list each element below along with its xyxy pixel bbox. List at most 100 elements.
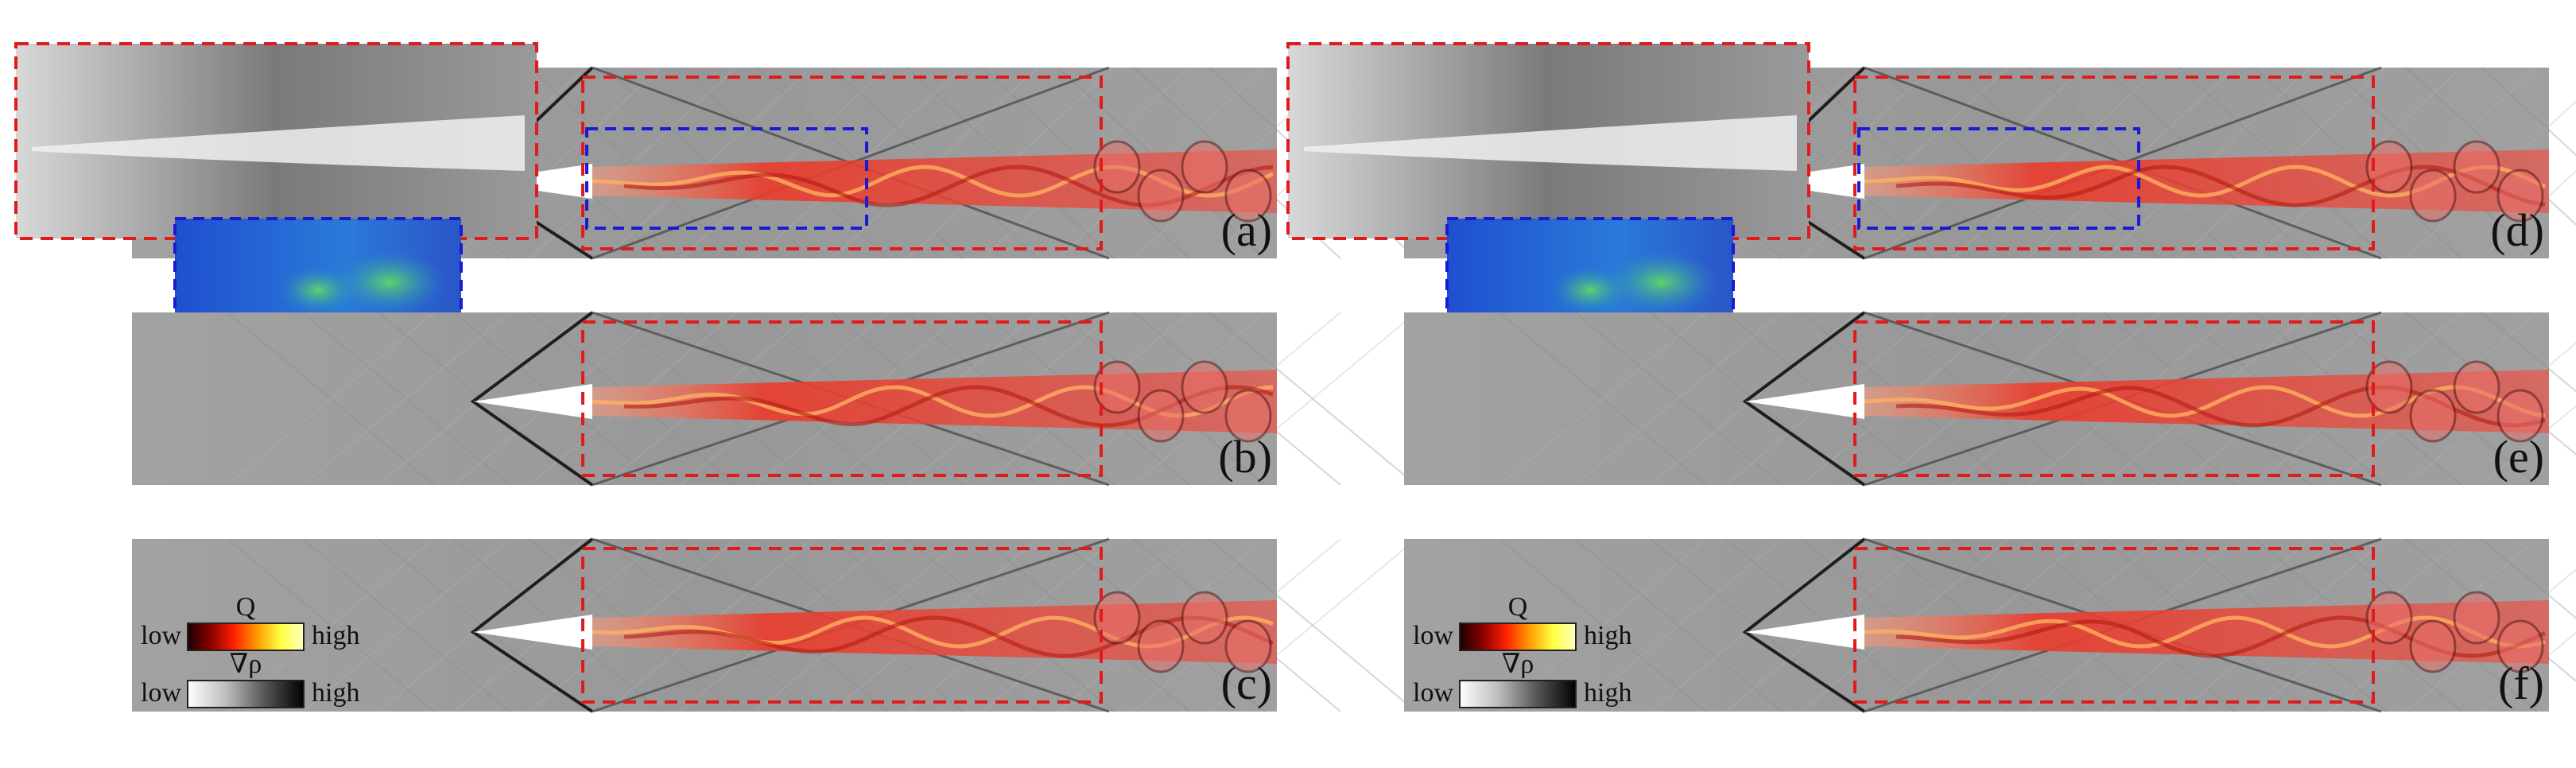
vortex-blob <box>2496 389 2544 443</box>
q-legend-low: low <box>141 621 181 650</box>
vortex-blob <box>1181 591 1228 645</box>
wave-line <box>1876 67 2085 259</box>
wave-line <box>227 312 435 486</box>
wave-line <box>1574 538 1783 712</box>
zoom-region-box <box>1853 76 2375 250</box>
wave-line <box>1208 312 1417 486</box>
experiment-plif-frame <box>1445 217 1735 354</box>
q-legend-symbol: Q <box>236 592 256 622</box>
gradient-bar-icon <box>187 623 305 651</box>
vortex-blob <box>1137 389 1185 443</box>
wave-line <box>1650 312 1858 486</box>
plif-blob <box>1606 250 1717 314</box>
wave-line <box>529 67 737 259</box>
zoom-region-box <box>581 320 1103 477</box>
triangle-wedge-icon <box>473 384 592 419</box>
panel-label-a: (a) <box>1221 204 1272 256</box>
grad-legend-symbol: ∇ρ <box>1502 650 1534 679</box>
triangle-wedge-icon <box>473 615 592 650</box>
vortex-blob <box>2409 169 2457 223</box>
vortex-blob <box>1181 140 1228 194</box>
gradient-bar-icon <box>1459 623 1577 651</box>
wave-line <box>1208 538 1417 712</box>
vortex-blob <box>2365 140 2413 194</box>
wave-line <box>227 538 435 712</box>
vortex-blob <box>1093 591 1141 645</box>
wave-line <box>302 538 510 712</box>
wave-line <box>529 67 737 259</box>
experiment-jet <box>1304 115 1797 171</box>
q-legend-low: low <box>1413 621 1453 650</box>
grad-legend-low: low <box>141 678 181 708</box>
wave-line <box>2481 67 2576 157</box>
panel-label-d: (d) <box>2490 204 2544 256</box>
wave-line <box>1801 67 2009 259</box>
wave-line <box>1499 312 1707 486</box>
wave-line <box>1499 538 1707 712</box>
experiment-plif-frame <box>173 217 463 354</box>
wave-line <box>1801 67 2009 259</box>
wave-line <box>1208 312 1417 486</box>
q-legend-high: high <box>312 621 359 650</box>
vortex-blob <box>2365 591 2413 645</box>
vortex-blob <box>2496 619 2544 673</box>
plif-blob <box>278 266 358 314</box>
wave-line <box>302 312 510 486</box>
q-legend-symbol: Q <box>1508 592 1528 622</box>
zoom-region-box <box>581 547 1103 704</box>
wave-line <box>1574 312 1783 486</box>
zoom-region-box <box>1853 547 2375 704</box>
panel-label-e: (e) <box>2493 431 2544 483</box>
wave-line <box>227 312 435 486</box>
vortex-blob <box>2365 360 2413 414</box>
wave-line <box>2481 405 2576 486</box>
vortex-blob <box>2453 140 2500 194</box>
zoom-region-box <box>581 76 1103 250</box>
vortex-blob <box>1137 169 1185 223</box>
wave-line <box>378 312 586 486</box>
panel-e: (e) <box>1404 311 2576 487</box>
zoom-region-box <box>1853 320 2375 477</box>
wave-line <box>1574 538 1783 712</box>
panel-a: (a) <box>14 42 1417 354</box>
vortex-blob <box>2409 389 2457 443</box>
vortex-blob <box>1224 169 1272 223</box>
grad-legend-symbol: ∇ρ <box>230 650 262 679</box>
wave-line <box>1499 312 1707 486</box>
wave-line <box>302 538 510 712</box>
vortex-blob <box>1224 619 1272 673</box>
grad-legend-high: high <box>312 678 359 708</box>
vortex-blob <box>1181 360 1228 414</box>
wave-line <box>302 312 510 486</box>
flame-edge-wave <box>1895 165 2546 208</box>
panel-label-c: (c) <box>1221 657 1272 709</box>
comparison-region-box <box>1857 127 2140 230</box>
grad-legend-high: high <box>1584 678 1631 708</box>
plif-blob <box>1550 266 1630 314</box>
wave-line <box>1208 538 1417 712</box>
gradient-bar-icon <box>1459 680 1577 708</box>
wave-line <box>2481 169 2576 259</box>
triangle-wedge-icon <box>1745 384 1864 419</box>
gradient-bar-icon <box>187 680 305 708</box>
plif-blob <box>334 250 445 314</box>
panel-label-b: (b) <box>1218 431 1272 483</box>
vortex-blob <box>1093 140 1141 194</box>
vortex-blob <box>1093 360 1141 414</box>
experiment-jet <box>32 115 525 171</box>
comparison-region-box <box>585 127 868 230</box>
q-legend-high: high <box>1584 621 1631 650</box>
wave-line <box>2481 538 2576 619</box>
grad-legend-low: low <box>1413 678 1453 708</box>
vortex-blob <box>2496 169 2544 223</box>
panel-label-f: (f) <box>2498 657 2544 709</box>
panel-d: (d) <box>1286 42 2576 354</box>
wave-line <box>1574 312 1783 486</box>
wave-line <box>2481 631 2576 712</box>
vortex-blob <box>2453 591 2500 645</box>
vortex-blob <box>2453 360 2500 414</box>
